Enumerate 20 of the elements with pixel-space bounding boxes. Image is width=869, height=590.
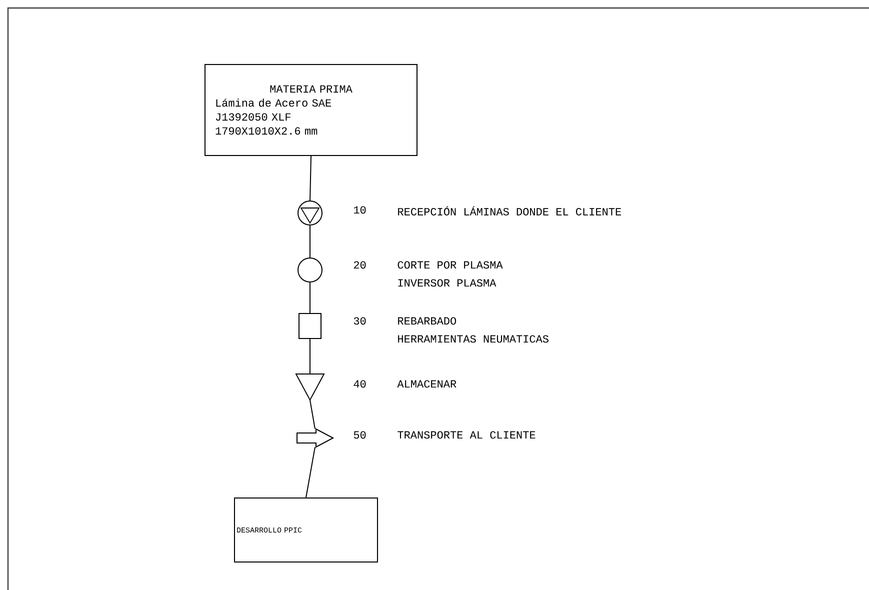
flow-line (306, 446, 316, 498)
step-number: 40 (354, 380, 366, 388)
process-box: MATERIA PRIMA Lámina de Acero SAE J1392050 XLF 1790X1010X2.6 mm (204, 64, 418, 156)
step-description: ALMACENAR (397, 380, 456, 388)
step-number: 30 (354, 317, 366, 325)
flow-line (310, 400, 316, 430)
step-description: TRANSPORTE AL CLIENTE (398, 431, 536, 439)
operation-circle (298, 258, 322, 282)
step-description: REBARBADO (398, 317, 456, 325)
equipment-note: INVERSOR PLASMA (398, 279, 496, 287)
inspection-storage-symbol (298, 200, 322, 226)
transport-arrow (296, 428, 334, 448)
step-number: 50 (354, 431, 366, 439)
step-description: RECEPCIÓN LÁMINAS DONDE EL CLIENTE (398, 206, 622, 216)
flow-line (310, 156, 312, 202)
step-number: 10 (354, 206, 366, 214)
step-number: 20 (354, 261, 366, 269)
inspection-square (298, 313, 322, 339)
equipment-note: HERRAMIENTAS NEUMATICAS (398, 335, 548, 343)
step-description: CORTE POR PLASMA (398, 261, 503, 269)
